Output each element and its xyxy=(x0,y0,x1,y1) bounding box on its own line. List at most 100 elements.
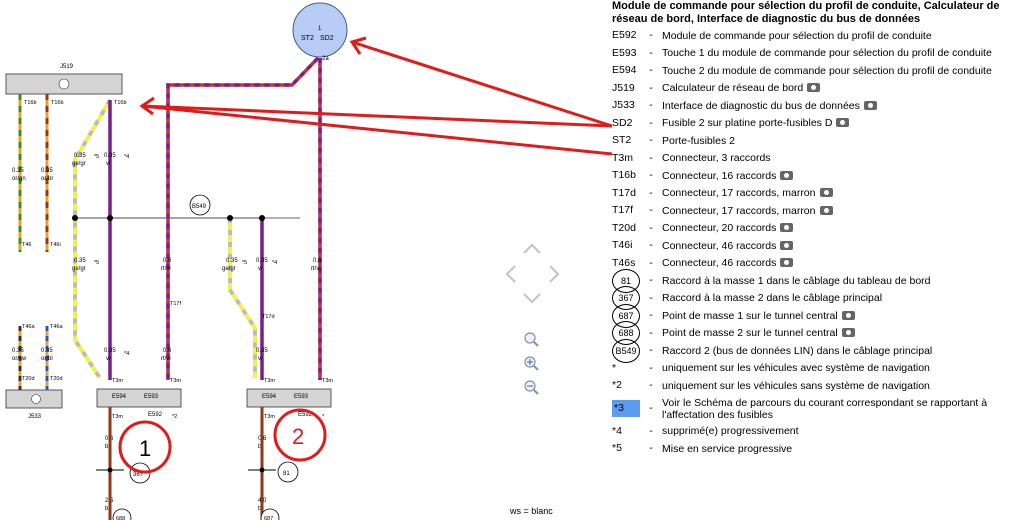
legend-desc: supprimé(e) progressivement xyxy=(662,425,799,438)
pin-j519-4: T16b xyxy=(114,100,127,106)
legend-desc: Connecteur, 46 raccords xyxy=(662,240,1022,252)
ground-367: 367 xyxy=(133,472,144,478)
svg-text:br: br xyxy=(105,506,110,512)
legend-dash: - xyxy=(649,81,653,94)
legend-code: ST2 xyxy=(612,134,632,146)
legend-dash: - xyxy=(649,169,653,181)
legend-desc: Connecteur, 16 raccords xyxy=(662,170,1022,182)
svg-text:or/sw: or/sw xyxy=(12,356,27,362)
svg-text:T3m: T3m xyxy=(322,378,333,384)
legend-code: *5 xyxy=(612,442,622,454)
legend-code: J519 xyxy=(612,81,635,94)
legend-code: *3 xyxy=(612,399,640,418)
j533-label: J533 xyxy=(28,414,42,420)
legend-item: T3m-Connecteur, 3 raccords xyxy=(612,150,1022,168)
ground-wires xyxy=(96,407,276,520)
legend-panel: Module de commande pour sélection du pro… xyxy=(612,0,1022,458)
svg-text:2: 2 xyxy=(292,424,304,449)
legend-dash: - xyxy=(649,424,653,437)
legend-dash: - xyxy=(649,379,653,391)
fuse-pin-label: 1 xyxy=(318,26,322,32)
legend-code: E593 xyxy=(612,46,637,59)
camera-icon[interactable] xyxy=(841,310,855,320)
legend-list: E592-Module de commande pour sélection d… xyxy=(612,27,1022,458)
module-2-button-e593: E593 xyxy=(294,394,309,400)
ground-points: 367 81 688 687 xyxy=(112,461,299,520)
module-1-button-e594: E594 xyxy=(112,394,127,400)
legend-dash: - xyxy=(649,344,653,356)
legend-desc: Connecteur, 17 raccords, marron xyxy=(662,205,1022,217)
legend-item: J519-Calculateur de réseau de bord xyxy=(612,80,1022,98)
legend-item: E594-Touche 2 du module de commande pour… xyxy=(612,62,1022,80)
legend-code: T16b xyxy=(612,169,636,181)
module-e592-2: E594 E593 E592 * T3m T3m T3m xyxy=(246,378,333,420)
svg-text:1: 1 xyxy=(139,436,151,461)
module-1-button-e593: E593 xyxy=(144,394,159,400)
legend-desc: Touche 1 du module de commande pour séle… xyxy=(662,47,992,60)
legend-code: *4 xyxy=(612,424,622,437)
ground-688: 688 xyxy=(116,516,125,520)
splice-points xyxy=(72,215,265,221)
camera-icon[interactable] xyxy=(863,100,877,110)
module-2-note: * xyxy=(322,414,325,420)
legend-item: B549-Raccord 2 (bus de données LIN) dans… xyxy=(612,338,1022,363)
svg-text:T3m: T3m xyxy=(264,414,275,420)
nav-left-icon[interactable] xyxy=(505,265,516,283)
nav-down-icon[interactable] xyxy=(523,293,541,304)
legend-item: 687-Point de masse 1 sur le tunnel centr… xyxy=(612,303,1022,328)
legend-dash: - xyxy=(649,221,653,234)
camera-icon[interactable] xyxy=(819,188,833,198)
svg-text:0.35: 0.35 xyxy=(12,348,24,354)
module-1-label: E592 xyxy=(148,412,163,418)
svg-text:ge/gr: ge/gr xyxy=(72,266,86,272)
legend-item: *3-Voir le Schéma de parcours du courant… xyxy=(612,396,1022,422)
camera-icon[interactable] xyxy=(780,258,794,268)
pin-t46a-3h: T46a xyxy=(50,324,63,330)
camera-icon[interactable] xyxy=(807,83,821,93)
legend-dash: - xyxy=(649,291,653,304)
svg-text:0.6: 0.6 xyxy=(163,258,172,264)
legend-desc: Touche 2 du module de commande pour séle… xyxy=(662,64,992,77)
zoom-reset-icon[interactable] xyxy=(524,332,539,347)
camera-icon[interactable] xyxy=(836,118,850,128)
zoom-in-icon[interactable] xyxy=(524,356,539,371)
svg-text:rt/vi: rt/vi xyxy=(311,266,321,272)
svg-text:0.35: 0.35 xyxy=(256,258,268,264)
svg-text:br: br xyxy=(105,444,110,450)
legend-code: T46s xyxy=(612,256,636,269)
svg-text:ge/gr: ge/gr xyxy=(72,161,86,167)
camera-icon[interactable] xyxy=(841,328,855,338)
nav-up-icon[interactable] xyxy=(523,243,541,254)
svg-text:T3m: T3m xyxy=(112,414,123,420)
legend-item: J533-Interface de diagnostic du bus de d… xyxy=(612,97,1022,115)
svg-text:or/gn: or/gn xyxy=(12,176,26,182)
legend-code: T17d xyxy=(612,186,636,199)
legend-code: B549 xyxy=(612,338,640,363)
legend-desc: Point de masse 1 sur le tunnel central xyxy=(662,310,1022,322)
legend-item: 688-Point de masse 2 sur le tunnel centr… xyxy=(612,321,1022,346)
legend-code: *2 xyxy=(612,379,622,391)
module-e592-1: E594 E593 E592 *2 T3m T3m T3m xyxy=(96,378,181,420)
camera-icon[interactable] xyxy=(819,205,833,215)
camera-icon[interactable] xyxy=(780,223,794,233)
svg-text:*5: *5 xyxy=(242,260,247,266)
annotation-circle-2: 2 xyxy=(273,408,327,462)
legend-dash: - xyxy=(649,361,653,374)
svg-text:0.35: 0.35 xyxy=(12,168,24,174)
zoom-out-icon[interactable] xyxy=(524,380,539,395)
footnote-markers: *5 *4 *5 *4 *5 *4 xyxy=(94,154,277,357)
legend-dash: - xyxy=(649,134,653,146)
svg-text:0.35: 0.35 xyxy=(74,153,86,159)
legend-dash: - xyxy=(649,186,653,199)
camera-icon[interactable] xyxy=(780,240,794,250)
legend-desc: Raccord 2 (bus de données LIN) dans le c… xyxy=(662,344,933,357)
violet-wires xyxy=(108,100,264,380)
legend-desc: uniquement sur les véhicules avec systèm… xyxy=(662,362,930,375)
nav-right-icon[interactable] xyxy=(549,265,560,283)
legend-dash: - xyxy=(649,274,653,286)
legend-dash: - xyxy=(649,326,653,339)
legend-dash: - xyxy=(649,151,653,164)
camera-icon[interactable] xyxy=(780,170,794,180)
legend-dash: - xyxy=(649,46,653,59)
yellow-wires xyxy=(73,98,257,380)
